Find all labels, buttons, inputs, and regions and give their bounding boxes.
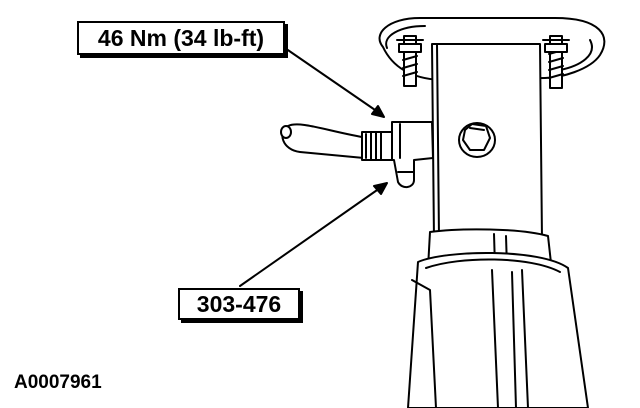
tool-leader-line (239, 187, 381, 287)
sensor-harness (280, 123, 393, 161)
figure-id-label: A0007961 (14, 372, 102, 393)
strut-bolt (458, 122, 496, 158)
special-tool-callout: 303-476 (178, 288, 300, 320)
leader-lines (239, 45, 388, 287)
tool-arrowhead (373, 182, 388, 195)
left-mounting-stud (396, 35, 424, 87)
right-mounting-stud (542, 35, 570, 89)
torque-spec-callout: 46 Nm (34 lb-ft) (77, 21, 285, 55)
sensor-bracket (391, 121, 434, 188)
torque-leader-line (281, 45, 379, 113)
torque-arrowhead (371, 105, 385, 118)
strut-base (407, 251, 589, 408)
